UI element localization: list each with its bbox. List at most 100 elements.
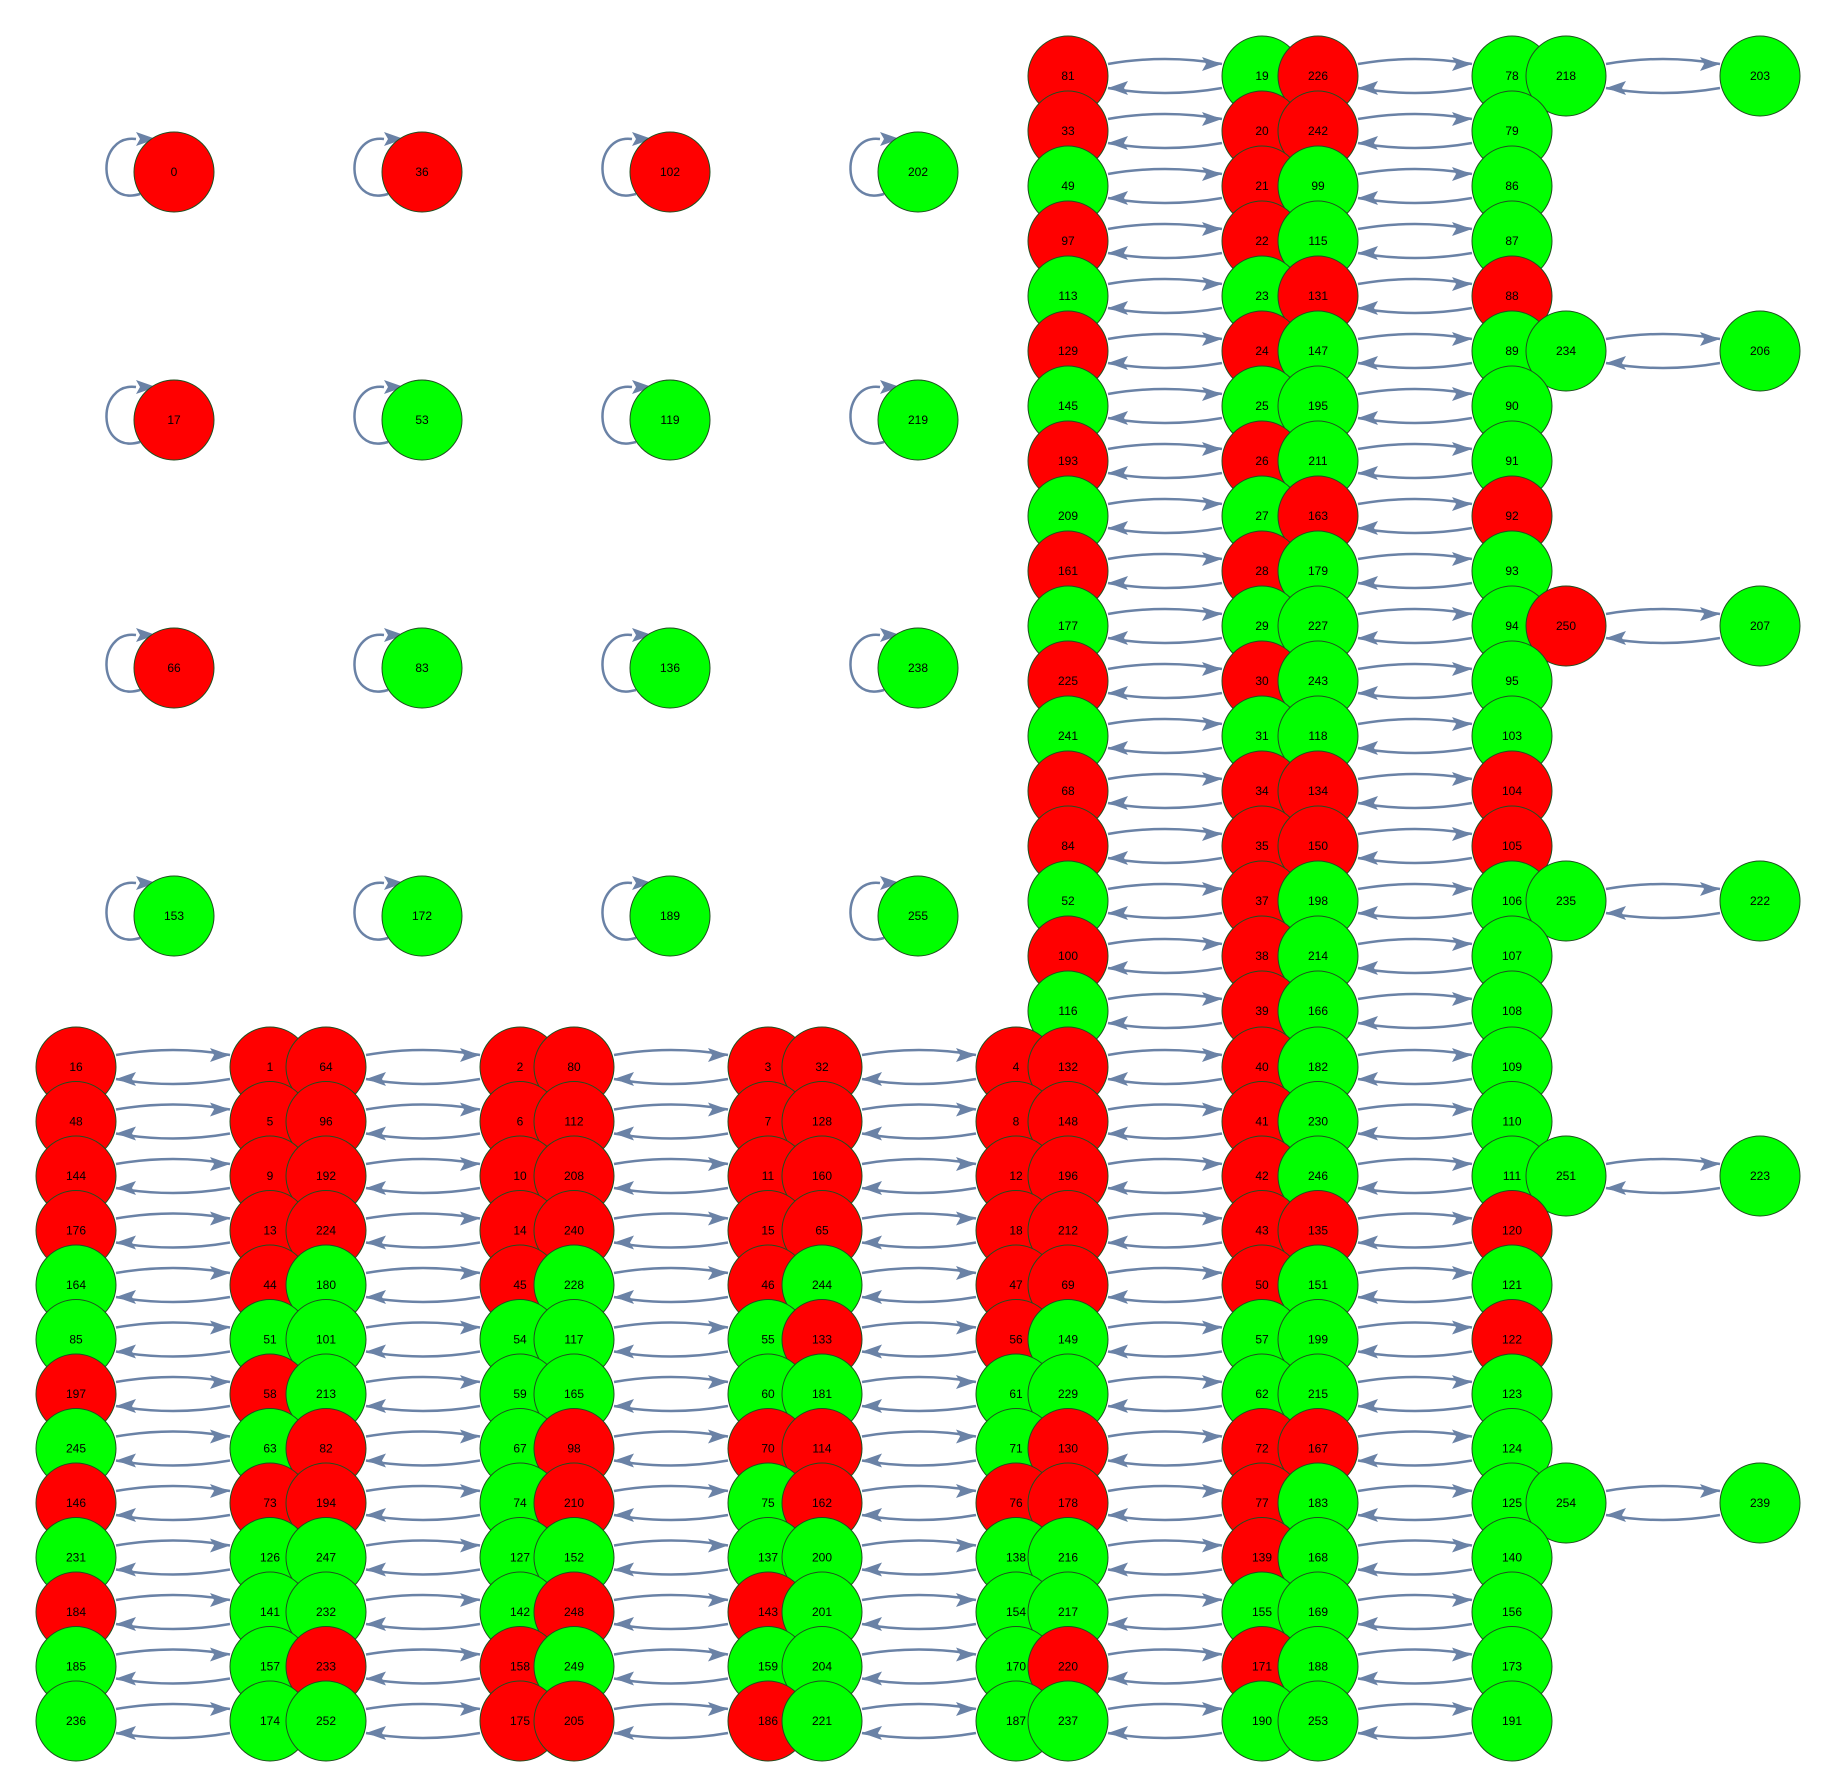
edge-100-38-forward-arrow [1202,937,1222,951]
edge-184-141-forward-arrow [210,1593,230,1607]
node-label: 75 [761,1496,775,1510]
edge-214-107-forward-arrow [1452,937,1472,951]
node-circle [1525,1135,1607,1217]
self-loop-0 [105,137,141,197]
self-loop-0-arrow [136,132,156,146]
edge-49-21-back-arrow [1108,191,1128,205]
edge-253-191-forward-arrow [1452,1702,1472,1716]
node-label: 45 [513,1278,527,1292]
node-label: 32 [815,1060,829,1074]
edge-133-56-back-arrow [862,1344,882,1359]
node-label: 28 [1255,564,1269,578]
edge-215-123-back-arrow [1358,1399,1378,1413]
edge-232-142-back-arrow [366,1617,386,1631]
edge-218-203-forward-arrow [1700,57,1720,71]
node-label: 216 [1058,1551,1078,1565]
node-label: 208 [564,1169,584,1183]
node-label: 191 [1502,1714,1522,1728]
edge-211-91-back-arrow [1358,466,1378,480]
node-label: 29 [1255,619,1269,633]
node-label: 125 [1502,1496,1522,1510]
node-label: 67 [513,1442,527,1456]
node-label: 220 [1058,1660,1078,1674]
node-207: 207 [1719,585,1801,667]
edge-253-191-back-arrow [1358,1726,1378,1740]
edge-99-86-back-arrow [1358,191,1378,205]
edge-145-25-forward-arrow [1202,387,1222,401]
edge-117-55-back-arrow [614,1344,634,1359]
node-circle [1719,310,1801,392]
edge-213-59-back-arrow [366,1399,386,1413]
edge-114-71-forward-arrow [956,1429,976,1444]
edge-225-30-forward-arrow [1202,662,1222,676]
edge-146-73-back-arrow [116,1508,136,1522]
node-label: 254 [1556,1496,1576,1510]
edge-224-14-forward-arrow [460,1211,480,1226]
node-17: 17 [133,379,215,461]
node-label: 130 [1058,1442,1078,1456]
edge-116-39-forward-arrow [1202,992,1222,1006]
node-circle [1719,1135,1801,1217]
node-label: 255 [908,909,928,923]
edge-184-141-back-arrow [116,1617,136,1631]
edge-179-93-forward-arrow [1452,552,1472,566]
edge-146-73-forward-arrow [210,1484,230,1498]
node-circle [1277,1680,1359,1762]
node-label: 129 [1058,344,1078,358]
node-circle [133,627,215,709]
edge-244-47-forward-arrow [956,1266,976,1280]
edge-227-94-back-arrow [1358,631,1378,645]
edge-227-94-forward-arrow [1452,607,1472,621]
node-label: 222 [1750,894,1770,908]
node-label: 234 [1556,344,1576,358]
node-label: 146 [66,1496,86,1510]
node-label: 134 [1308,784,1328,798]
edge-240-15-forward-arrow [708,1211,728,1226]
node-251: 251 [1525,1135,1607,1217]
node-label: 88 [1505,289,1519,303]
edge-180-45-back-arrow [366,1290,386,1304]
edge-200-138-back-arrow [862,1562,882,1577]
node-0: 0 [133,131,215,213]
edge-16-1-back-arrow [116,1072,136,1086]
node-39: 39 [1221,970,1303,1052]
node-label: 250 [1556,619,1576,633]
edge-48-5-back-arrow [116,1126,136,1141]
edge-148-41-back-arrow [1108,1126,1128,1141]
node-label: 92 [1505,509,1519,523]
node-label: 169 [1308,1605,1328,1619]
edge-100-38-back-arrow [1108,961,1128,975]
edge-97-22-back-arrow [1108,246,1128,260]
edge-85-51-forward-arrow [210,1320,230,1335]
node-153: 153 [133,875,215,957]
node-label: 39 [1255,1004,1269,1018]
node-label: 223 [1750,1169,1770,1183]
edge-169-156-forward-arrow [1452,1593,1472,1607]
node-36: 36 [381,131,463,213]
edge-243-95-forward-arrow [1452,662,1472,676]
node-label: 122 [1502,1333,1522,1347]
edge-160-12-forward-arrow [956,1157,976,1171]
edge-96-6-back-arrow [366,1126,386,1141]
node-label: 194 [316,1496,336,1510]
edge-247-127-forward-arrow [460,1538,480,1553]
node-label: 176 [66,1224,86,1238]
node-label: 154 [1006,1605,1026,1619]
node-label: 2 [517,1060,524,1074]
node-83: 83 [381,627,463,709]
node-circle [877,627,959,709]
node-circle [533,1680,615,1762]
self-loop-119 [601,385,637,445]
node-label: 72 [1255,1442,1269,1456]
edge-249-159-back-arrow [614,1671,634,1686]
node-label: 161 [1058,564,1078,578]
self-loop-189-arrow [632,876,652,890]
node-189: 189 [629,875,711,957]
node-label: 127 [510,1551,530,1565]
node-label: 60 [761,1387,775,1401]
edge-33-20-forward-arrow [1202,112,1222,126]
edge-201-154-back-arrow [862,1617,882,1631]
edge-116-39-back-arrow [1108,1016,1128,1030]
node-label: 53 [415,413,429,427]
self-loop-255-arrow [880,876,900,890]
